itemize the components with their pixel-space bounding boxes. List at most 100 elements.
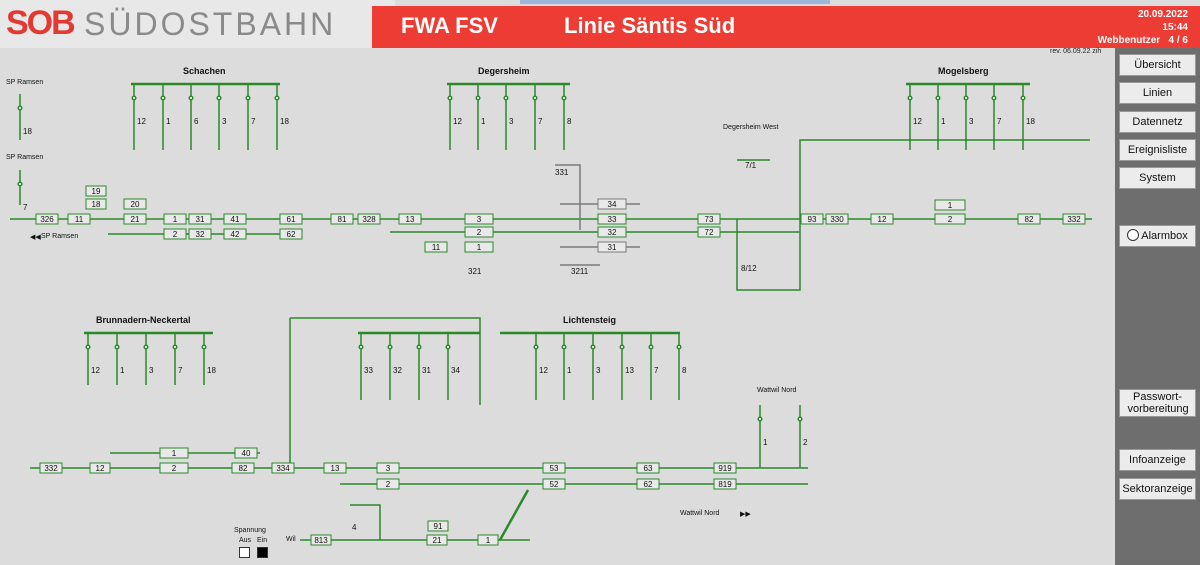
block-326[interactable] [35,213,59,225]
block-334[interactable] [271,462,295,474]
feeder-switch-icon[interactable] [201,344,207,350]
feeder-switch-icon[interactable] [85,344,91,350]
block-42[interactable] [223,228,247,240]
feeder-switch-icon[interactable] [561,344,567,350]
system-button[interactable]: System [1119,167,1196,189]
block-2d[interactable] [464,226,494,238]
alarmbox-button[interactable]: Alarmbox [1119,225,1196,247]
block-61[interactable] [279,213,303,225]
feeder-switch-icon[interactable] [532,95,538,101]
block-81[interactable] [330,213,354,225]
feeder-switch-icon[interactable] [503,95,509,101]
feeder-switch-icon[interactable] [648,344,654,350]
block-2b[interactable] [934,213,966,225]
feeder-switch-icon[interactable] [387,344,393,350]
feeder-switch-icon[interactable] [561,95,567,101]
feeder-switch-icon[interactable] [1020,95,1026,101]
block-52[interactable] [542,478,566,490]
block-label: 31 [608,243,617,252]
feeder-switch-icon[interactable] [619,344,625,350]
feeder-switch-icon[interactable] [245,95,251,101]
block-2f[interactable] [376,478,400,490]
block-1f[interactable] [477,534,499,546]
feeder-switch-icon[interactable] [114,344,120,350]
block-3[interactable] [464,213,494,225]
block-813[interactable] [310,534,332,546]
feeder-switch-icon[interactable] [907,95,913,101]
feeder-switch-icon[interactable] [188,95,194,101]
block-1d[interactable] [464,241,494,253]
block-330[interactable] [825,213,849,225]
infoanzeige-button[interactable]: Infoanzeige [1119,449,1196,471]
block-1e[interactable] [159,447,189,459]
block-53[interactable] [542,462,566,474]
block-19[interactable] [85,185,107,197]
block-18[interactable] [85,198,107,210]
events-button[interactable]: Ereignisliste [1119,139,1196,161]
password-button[interactable]: Passwort-vorbereitung [1119,389,1196,417]
block-11[interactable] [67,213,91,225]
block-63[interactable] [636,462,660,474]
feeder-switch-icon[interactable] [17,181,23,187]
block-819[interactable] [713,478,737,490]
feeder-switch-icon[interactable] [475,95,481,101]
feeder-switch-icon[interactable] [131,95,137,101]
legend-title: Spannung [234,527,266,534]
sektoranzeige-button[interactable]: Sektoranzeige [1119,478,1196,500]
block-332[interactable] [1062,213,1086,225]
datanet-button[interactable]: Datennetz [1119,111,1196,133]
block-34d[interactable] [597,198,627,210]
feeder-switch-icon[interactable] [533,344,539,350]
feeder-switch-icon[interactable] [757,416,763,422]
lines-button[interactable]: Linien [1119,82,1196,104]
block-31[interactable] [188,213,212,225]
block-21[interactable] [123,213,147,225]
feeder-switch-icon[interactable] [172,344,178,350]
feeder-switch-icon[interactable] [216,95,222,101]
feeder-switch-icon[interactable] [160,95,166,101]
block-12b[interactable] [89,462,111,474]
block-62[interactable] [279,228,303,240]
feeder-switch-icon[interactable] [991,95,997,101]
feeder-switch-icon[interactable] [445,344,451,350]
block-31d[interactable] [597,241,627,253]
block-93[interactable] [800,213,824,225]
feeder-switch-icon[interactable] [274,95,280,101]
block-12[interactable] [870,213,894,225]
block-82[interactable] [1017,213,1041,225]
block-91[interactable] [427,520,449,532]
feeder-switch-icon[interactable] [797,416,803,422]
block-2e[interactable] [159,462,189,474]
block-40[interactable] [234,447,258,459]
feeder-switch-icon[interactable] [963,95,969,101]
feeder-switch-icon[interactable] [17,105,23,111]
block-41[interactable] [223,213,247,225]
feeder-switch-icon[interactable] [143,344,149,350]
block-332b[interactable] [39,462,63,474]
block-13[interactable] [398,213,422,225]
block-11d[interactable] [424,241,448,253]
block-919[interactable] [713,462,737,474]
block-82b[interactable] [231,462,255,474]
feeder-switch-icon[interactable] [676,344,682,350]
block-72[interactable] [697,226,721,238]
block-13b[interactable] [323,462,347,474]
block-328[interactable] [357,213,381,225]
feeder-switch-icon[interactable] [447,95,453,101]
block-3e[interactable] [376,462,400,474]
feeder-switch-icon[interactable] [935,95,941,101]
block-1b[interactable] [934,199,966,211]
overview-button[interactable]: Übersicht [1119,54,1196,76]
block-73[interactable] [697,213,721,225]
feeder-switch-icon[interactable] [416,344,422,350]
block-1[interactable] [163,213,187,225]
block-2[interactable] [163,228,187,240]
block-32d[interactable] [597,226,627,238]
block-20[interactable] [123,198,147,210]
block-62b[interactable] [636,478,660,490]
block-32[interactable] [188,228,212,240]
block-21b[interactable] [426,534,448,546]
feeder-switch-icon[interactable] [358,344,364,350]
feeder-switch-icon[interactable] [590,344,596,350]
block-33[interactable] [597,213,627,225]
